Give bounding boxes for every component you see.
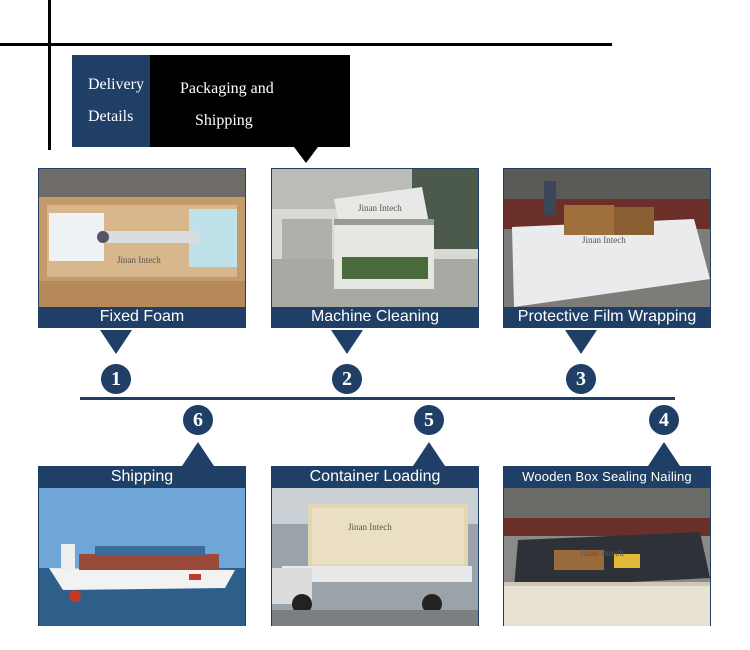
protective-film-photo: Jinan Intech: [504, 169, 710, 307]
packaging-shipping-label: Packaging and Shipping: [150, 55, 350, 147]
fixed-foam-watermark: Jinan Intech: [117, 255, 161, 265]
machine-cleaning-caption: Machine Cleaning: [310, 308, 440, 325]
delivery-details-label: Delivery Details: [72, 55, 150, 147]
step-card-fixed-foam: Jinan Intech Fixed Foam: [38, 168, 246, 328]
fixed-foam-caption: Fixed Foam: [99, 308, 185, 325]
wooden-box-caption: Wooden Box Sealing Nailing: [522, 469, 692, 484]
wooden-box-watermark: Jinan Intech: [580, 548, 624, 558]
step-2-number: 2: [332, 364, 362, 394]
step-2-pointer: [331, 330, 363, 354]
container-loading-photo: Jinan Intech: [272, 488, 478, 626]
step-1-number: 1: [101, 364, 131, 394]
step-card-machine-cleaning: Jinan Intech Machine Cleaning: [271, 168, 479, 328]
machine-cleaning-watermark: Jinan Intech: [358, 203, 402, 213]
step-6-pointer: [182, 442, 214, 466]
wooden-box-photo: Jinan Intech: [504, 488, 710, 626]
delivery-label-line1: Delivery: [88, 76, 144, 93]
step-4-number: 4: [649, 405, 679, 435]
step-4-pointer: [648, 442, 680, 466]
horizontal-divider: [0, 43, 612, 46]
shipping-photo: [39, 488, 245, 626]
step-1-pointer: [100, 330, 132, 354]
container-loading-caption: Container Loading: [309, 468, 441, 485]
step-card-container-loading: Container Loading Jinan Intech: [271, 466, 479, 626]
shipping-caption: Shipping: [110, 468, 174, 485]
fixed-foam-photo: Jinan Intech: [39, 169, 245, 307]
step-5-number: 5: [414, 405, 444, 435]
step-5-pointer: [413, 442, 445, 466]
step-3-number: 3: [566, 364, 596, 394]
container-loading-watermark: Jinan Intech: [348, 522, 392, 532]
step-card-wooden-box: Wooden Box Sealing Nailing Jinan Intech: [503, 466, 711, 626]
step-3-pointer: [565, 330, 597, 354]
delivery-label-line2: Details: [88, 108, 134, 125]
vertical-divider: [48, 0, 51, 150]
packaging-label-line1: Packaging and: [180, 80, 274, 97]
machine-cleaning-photo: Jinan Intech: [272, 169, 478, 307]
step-6-number: 6: [183, 405, 213, 435]
packaging-label-line2: Shipping: [195, 112, 253, 129]
timeline-line: [80, 397, 675, 400]
header-pointer: [294, 147, 318, 163]
step-card-shipping: Shipping: [38, 466, 246, 626]
protective-film-caption: Protective Film Wrapping: [517, 308, 697, 325]
protective-film-watermark: Jinan Intech: [582, 235, 626, 245]
step-card-protective-film: Jinan Intech Protective Film Wrapping: [503, 168, 711, 328]
